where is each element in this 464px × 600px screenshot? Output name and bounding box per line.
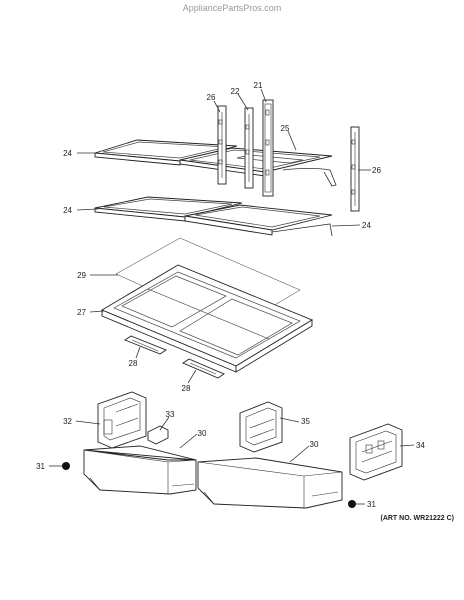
callout-35: 35	[301, 417, 310, 426]
crisper-cover-assembly	[100, 237, 313, 379]
callout-28-left: 28	[129, 359, 138, 368]
support-34	[349, 423, 403, 481]
callout-31-right: 31	[367, 500, 376, 509]
shelf-left-top	[94, 139, 238, 166]
callout-24-middle: 24	[63, 206, 72, 215]
rail-22	[244, 107, 254, 189]
slide-28-left	[124, 335, 167, 355]
support-32	[97, 391, 147, 449]
callout-28-right: 28	[182, 384, 191, 393]
callout-24-right: 24	[362, 221, 371, 230]
callout-30-right: 30	[310, 440, 319, 449]
roller-31-right	[348, 500, 356, 508]
callout-labels: 26 22 21 24 25 26 24 24 29 27 28 28 32 3…	[36, 81, 425, 509]
callout-29: 29	[77, 271, 86, 280]
rail-26-right	[350, 126, 360, 212]
callout-32: 32	[63, 417, 72, 426]
callout-31-left: 31	[36, 462, 45, 471]
callout-26-left: 26	[207, 93, 216, 102]
watermark-text: AppliancePartsPros.com	[183, 3, 282, 13]
rail-21	[262, 99, 274, 197]
callout-24-top: 24	[63, 149, 72, 158]
slide-28-right	[182, 358, 225, 379]
shelf-right-bottom	[184, 204, 333, 237]
rail-26-left	[217, 105, 227, 185]
callout-22: 22	[231, 87, 240, 96]
cover-33	[147, 425, 169, 445]
upper-shelf-assembly	[94, 99, 360, 237]
leader-lines	[49, 88, 415, 505]
cover-frame	[100, 264, 313, 373]
callout-25: 25	[281, 124, 290, 133]
callout-30-left: 30	[198, 429, 207, 438]
roller-31-left	[62, 462, 70, 470]
callout-26-right: 26	[372, 166, 381, 175]
drawer-30-right	[197, 457, 343, 509]
callout-33: 33	[166, 410, 175, 419]
art-number: (ART NO. WR21222 C)	[380, 515, 454, 522]
callout-27: 27	[77, 308, 86, 317]
callout-34: 34	[416, 441, 425, 450]
callout-21: 21	[254, 81, 263, 90]
support-35	[239, 401, 283, 453]
drawer-30-left	[83, 445, 197, 495]
